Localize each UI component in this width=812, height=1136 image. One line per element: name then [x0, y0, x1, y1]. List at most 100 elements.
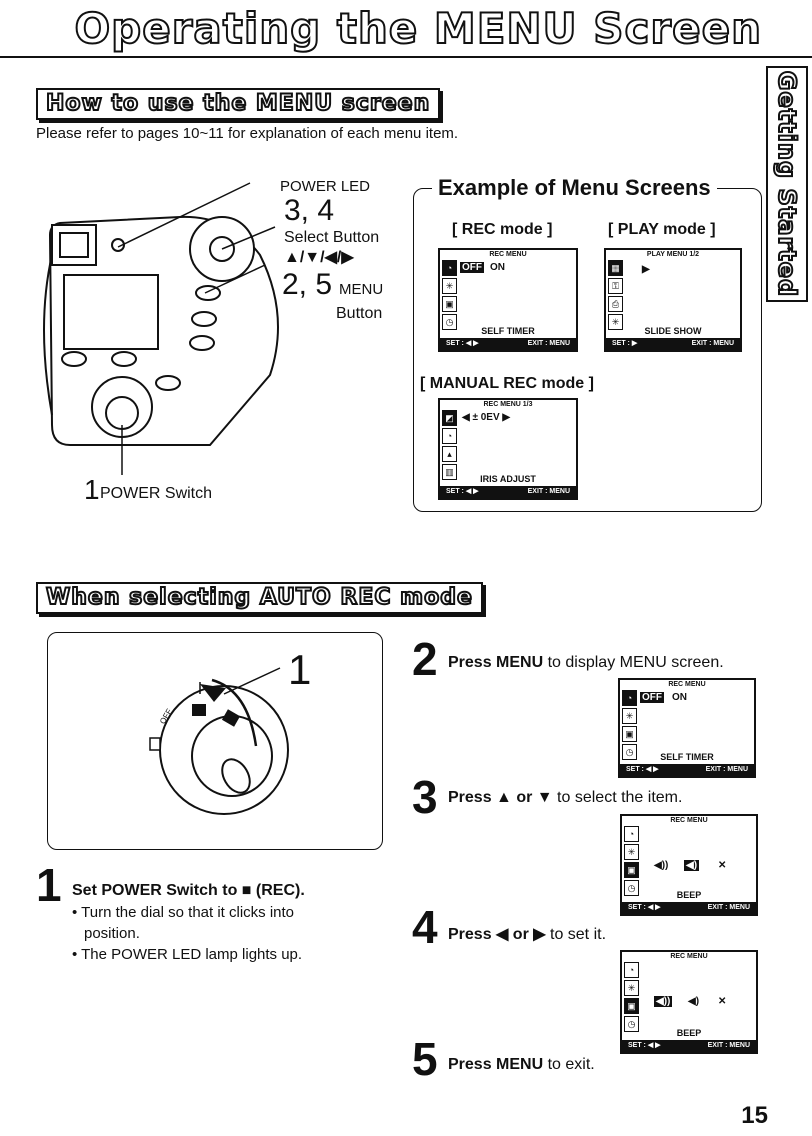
- timer-icon: ◔: [624, 826, 639, 842]
- focus-icon: ▴: [442, 446, 457, 462]
- step-3-screen: REC MENU ◔ ✳ ▣ ◷ ◀)) ◀) ✕ BEEP SET : ◀ ▶…: [620, 814, 758, 916]
- step-2-exit: EXIT : MENU: [705, 766, 748, 773]
- step-5-rest: to exit.: [543, 1056, 595, 1073]
- step-1-label: 1: [84, 474, 100, 505]
- step-3-screen-icons: ◔ ✳ ▣ ◷: [624, 826, 639, 898]
- step-3-text: Press ▲ or ▼ to select the item.: [448, 789, 682, 807]
- step-4-bold: Press ◀ or ▶: [448, 926, 546, 943]
- menu-label: MENU: [339, 281, 384, 298]
- step-4-value-b: ✕: [718, 996, 727, 1007]
- step-1-bullet-1: • Turn the dial so that it clicks into: [72, 904, 295, 921]
- step-2-screen-header: REC MENU: [668, 681, 706, 688]
- step-3-value-a: ◀)): [654, 860, 669, 871]
- rec-screen-set: SET : ◀ ▶: [446, 340, 479, 347]
- manual-screen-header: REC MENU 1/3: [483, 401, 533, 408]
- step-4-number: 4: [412, 901, 438, 953]
- step-2-on: ON: [672, 692, 687, 703]
- play-mode-label: [ PLAY mode ]: [608, 221, 716, 238]
- section-heading-menu: How to use the MENU screen: [36, 88, 441, 120]
- print-icon: ⎙: [608, 296, 623, 312]
- timer-icon: ◔: [624, 962, 639, 978]
- rec-screen-label: SELF TIMER: [481, 326, 535, 336]
- manual-screen-set: SET : ◀ ▶: [446, 488, 479, 495]
- manual-screen-exit: EXIT : MENU: [527, 488, 570, 495]
- page-title: Operating the MENU Screen: [73, 3, 762, 54]
- power-led-label: POWER LED: [280, 178, 371, 195]
- step-2-off: OFF: [640, 692, 664, 703]
- manual-menu-screen: REC MENU 1/3 ◩ ◔ ▴ ▥ ◀ ± 0EV ▶ IRIS ADJU…: [438, 398, 578, 500]
- play-screen-set: SET : ▶: [612, 340, 638, 347]
- step-4-value-a: ◀): [688, 996, 700, 1007]
- step-1-bullet-2: • The POWER LED lamp lights up.: [72, 946, 303, 963]
- step-4-exit: EXIT : MENU: [707, 1042, 750, 1049]
- play-screen-label: SLIDE SHOW: [644, 326, 702, 336]
- play-screen-bar: SET : ▶ EXIT : MENU: [606, 338, 740, 350]
- step-4-screen-icons: ◔ ✳ ▣ ◷: [624, 962, 639, 1034]
- step-4-bar: SET : ◀ ▶EXIT : MENU: [622, 1040, 756, 1052]
- page-number: 15: [741, 1102, 768, 1129]
- step-4-text: Press ◀ or ▶ to set it.: [448, 924, 606, 944]
- step-3-value-sel: ◀): [684, 860, 700, 871]
- step-2-bar: SET : ◀ ▶ EXIT : MENU: [620, 764, 754, 776]
- step-3-set: SET : ◀ ▶: [628, 904, 661, 911]
- play-screen-exit: EXIT : MENU: [691, 340, 734, 347]
- timer-icon: ◔: [442, 428, 457, 444]
- step-2-screen-icons: ◔ ✳ ▣ ◷: [622, 690, 637, 762]
- brightness-icon: ✳: [624, 844, 639, 860]
- step-1-bullet-1b: position.: [84, 925, 140, 942]
- beep-icon: ▣: [624, 862, 639, 878]
- camera-illustration: [43, 182, 279, 475]
- clock-icon: ◷: [442, 314, 457, 330]
- exposure-icon: ◩: [442, 410, 457, 426]
- play-screen-header: PLAY MENU 1/2: [646, 251, 700, 258]
- wb-icon: ▥: [442, 464, 457, 480]
- dial-step-number: 1: [288, 646, 312, 693]
- frame-icon: ▣: [442, 296, 457, 312]
- protect-icon: ⚿: [608, 278, 623, 294]
- step-5-bold: Press MENU: [448, 1056, 544, 1073]
- brightness-icon: ✳: [442, 278, 457, 294]
- rec-screen-icons: ◔ ✳ ▣ ◷: [442, 260, 457, 332]
- rec-mode-label: [ REC mode ]: [452, 221, 553, 238]
- side-tab: Getting Started: [766, 66, 808, 302]
- step-3-number: 3: [412, 771, 438, 823]
- step-2-screen: REC MENU ◔ ✳ ▣ ◷ OFF ON SELF TIMER SET :…: [618, 678, 756, 778]
- beep-icon: ▣: [624, 998, 639, 1014]
- step-4-screen-header: REC MENU: [670, 953, 708, 960]
- brightness-icon: ✳: [608, 314, 623, 330]
- step-2-text: Press MENU to display MENU screen.: [448, 654, 724, 672]
- play-screen-icons: ▦ ⚿ ⎙ ✳: [608, 260, 623, 332]
- play-menu-screen: PLAY MENU 1/2 ▦ ⚿ ⎙ ✳ ▶ SLIDE SHOW SET :…: [604, 248, 742, 352]
- power-switch-label: POWER Switch: [100, 485, 213, 502]
- arrows-label: ▲/▼/◀/▶: [284, 249, 354, 266]
- rec-screen-header: REC MENU: [489, 251, 527, 258]
- step-2-bold: Press MENU: [448, 654, 544, 671]
- step-2-set: SET : ◀ ▶: [626, 766, 659, 773]
- step-3-rest: to select the item.: [552, 789, 683, 806]
- side-tab-label: Getting Started: [772, 70, 802, 299]
- button-label: Button: [336, 305, 383, 322]
- step-4-label: BEEP: [676, 1028, 702, 1038]
- intro-text: Please refer to pages 10~11 for explanat…: [36, 125, 459, 142]
- step-1-text: Set POWER Switch to ■ (REC).: [72, 882, 305, 899]
- brightness-icon: ✳: [624, 980, 639, 996]
- title-rule: [0, 56, 812, 58]
- step-1-number: 1: [36, 859, 62, 911]
- timer-icon: ◔: [442, 260, 457, 276]
- step-3-bold: Press ▲ or ▼: [448, 789, 553, 806]
- step-3-screen-header: REC MENU: [670, 817, 708, 824]
- clock-icon: ◷: [624, 880, 639, 896]
- manual-screen-value: ◀ ± 0EV ▶: [462, 412, 511, 423]
- rec-screen-off: OFF: [460, 262, 484, 273]
- manual-mode-label: [ MANUAL REC mode ]: [420, 375, 594, 392]
- play-screen-value: ▶: [642, 264, 650, 275]
- step-4-value-sel: ◀)): [654, 996, 673, 1007]
- slideshow-icon: ▦: [608, 260, 623, 276]
- dial-illustration: [149, 667, 289, 815]
- clock-icon: ◷: [622, 744, 637, 760]
- manual-screen-bar: SET : ◀ ▶ EXIT : MENU: [440, 486, 576, 498]
- examples-title: Example of Menu Screens: [432, 175, 717, 201]
- frame-icon: ▣: [622, 726, 637, 742]
- step-3-exit: EXIT : MENU: [707, 904, 750, 911]
- step-5-number: 5: [412, 1033, 438, 1085]
